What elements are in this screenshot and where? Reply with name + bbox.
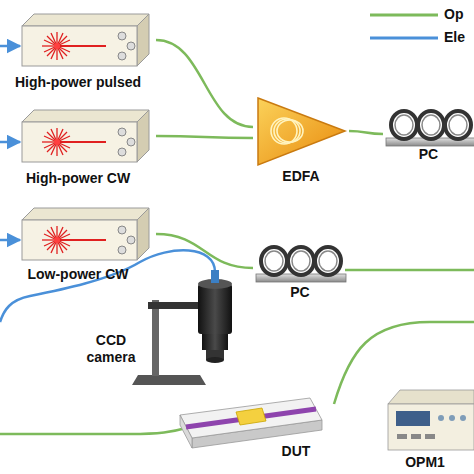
node-label: PC bbox=[383, 146, 474, 163]
laser-source: High-power pulsed bbox=[0, 14, 156, 94]
node-label: PC bbox=[253, 284, 347, 301]
fiber bbox=[0, 428, 186, 434]
power-meter-symbol bbox=[388, 390, 474, 450]
electrical-line bbox=[0, 141, 20, 144]
legend-text: Ele bbox=[444, 29, 465, 45]
node-label: EDFA bbox=[253, 168, 349, 185]
legend-entry: Ele bbox=[444, 29, 465, 46]
dut-symbol bbox=[180, 398, 322, 448]
node-label: DUT bbox=[272, 443, 320, 460]
camera: CCD camera bbox=[80, 262, 245, 387]
legend-line bbox=[370, 14, 438, 17]
node-label: Low-power CW bbox=[0, 266, 156, 283]
optical-fiber bbox=[349, 131, 383, 134]
electrical-line bbox=[0, 45, 20, 48]
fiber bbox=[334, 322, 474, 404]
device-under-test: DUT bbox=[178, 395, 328, 474]
optical-fiber bbox=[156, 40, 253, 127]
power-meter: OPM1 bbox=[376, 384, 474, 474]
node-label: High-power pulsed bbox=[0, 74, 156, 91]
node-label: CCD camera bbox=[80, 332, 142, 366]
polarization-controller: PC bbox=[383, 104, 474, 166]
camera-symbol bbox=[132, 270, 232, 385]
fiber bbox=[345, 269, 474, 272]
polarization-controller: PC bbox=[253, 240, 347, 310]
electrical-line bbox=[0, 239, 20, 242]
laser-source: Low-power CW bbox=[0, 208, 156, 288]
node-label: OPM1 bbox=[376, 454, 474, 471]
legend-line bbox=[370, 37, 438, 40]
optical-fiber bbox=[156, 234, 253, 268]
node-label: High-power CW bbox=[0, 170, 156, 187]
electrical-line bbox=[0, 250, 215, 322]
edfa-symbol bbox=[258, 98, 345, 165]
legend-entry: Op bbox=[444, 6, 463, 23]
amplifier: EDFA bbox=[253, 95, 349, 187]
optical-fiber bbox=[156, 136, 253, 138]
laser-source: High-power CW bbox=[0, 110, 156, 190]
legend-text: Op bbox=[444, 6, 463, 22]
